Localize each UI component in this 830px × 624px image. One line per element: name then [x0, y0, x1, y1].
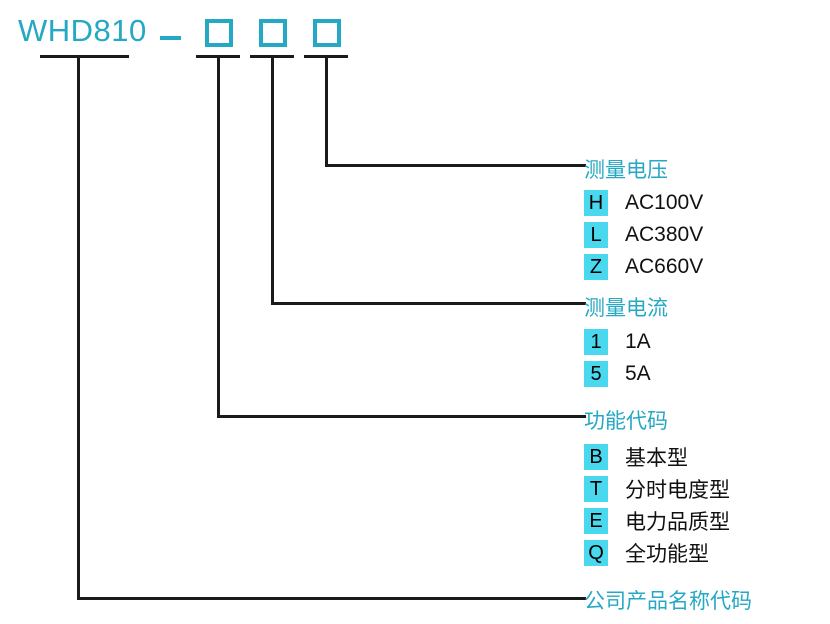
- option-row: 1 1A: [584, 329, 651, 355]
- leader-vertical-model: [77, 55, 80, 600]
- option-label: 电力品质型: [625, 511, 730, 534]
- option-label: 全功能型: [625, 543, 709, 566]
- option-badge: T: [584, 476, 608, 502]
- dash-separator: [160, 36, 181, 40]
- option-badge: 1: [584, 329, 608, 355]
- option-row: L AC380V: [584, 222, 703, 248]
- model-name: WHD810: [18, 13, 147, 48]
- leader-horizontal-model: [77, 597, 586, 600]
- option-label: 5A: [625, 362, 651, 385]
- code-slot-function: [205, 19, 233, 47]
- option-badge: 5: [584, 361, 608, 387]
- option-row: 5 5A: [584, 361, 651, 387]
- code-slot-current: [259, 19, 287, 47]
- code-slot-voltage: [313, 19, 341, 47]
- option-row: B 基本型: [584, 442, 688, 472]
- option-badge: E: [584, 508, 608, 534]
- leader-horizontal-current: [271, 302, 586, 305]
- option-badge: Q: [584, 540, 608, 566]
- option-label: 分时电度型: [625, 479, 730, 502]
- option-badge: L: [584, 222, 608, 248]
- leader-vertical-function: [217, 55, 220, 418]
- option-badge: B: [584, 444, 608, 470]
- option-row: E 电力品质型: [584, 506, 730, 536]
- leader-horizontal-voltage: [325, 164, 586, 167]
- option-row: Q 全功能型: [584, 538, 709, 568]
- group-title-function: 功能代码: [584, 410, 668, 433]
- option-badge: Z: [584, 254, 608, 280]
- option-label: AC660V: [625, 255, 704, 278]
- leader-horizontal-function: [217, 415, 586, 418]
- option-label: AC100V: [625, 191, 704, 214]
- leader-underline-model: [40, 55, 129, 58]
- option-badge: H: [584, 190, 608, 216]
- option-row: H AC100V: [584, 190, 703, 216]
- option-label: 1A: [625, 330, 651, 353]
- group-title-current: 测量电流: [584, 297, 668, 320]
- group-title-voltage: 测量电压: [584, 159, 668, 182]
- leader-vertical-current: [271, 55, 274, 305]
- option-label: AC380V: [625, 223, 704, 246]
- bottom-label-company-product-code: 公司产品名称代码: [584, 590, 752, 613]
- option-row: Z AC660V: [584, 254, 703, 280]
- leader-vertical-voltage: [325, 55, 328, 167]
- option-row: T 分时电度型: [584, 474, 730, 504]
- option-label: 基本型: [625, 447, 688, 470]
